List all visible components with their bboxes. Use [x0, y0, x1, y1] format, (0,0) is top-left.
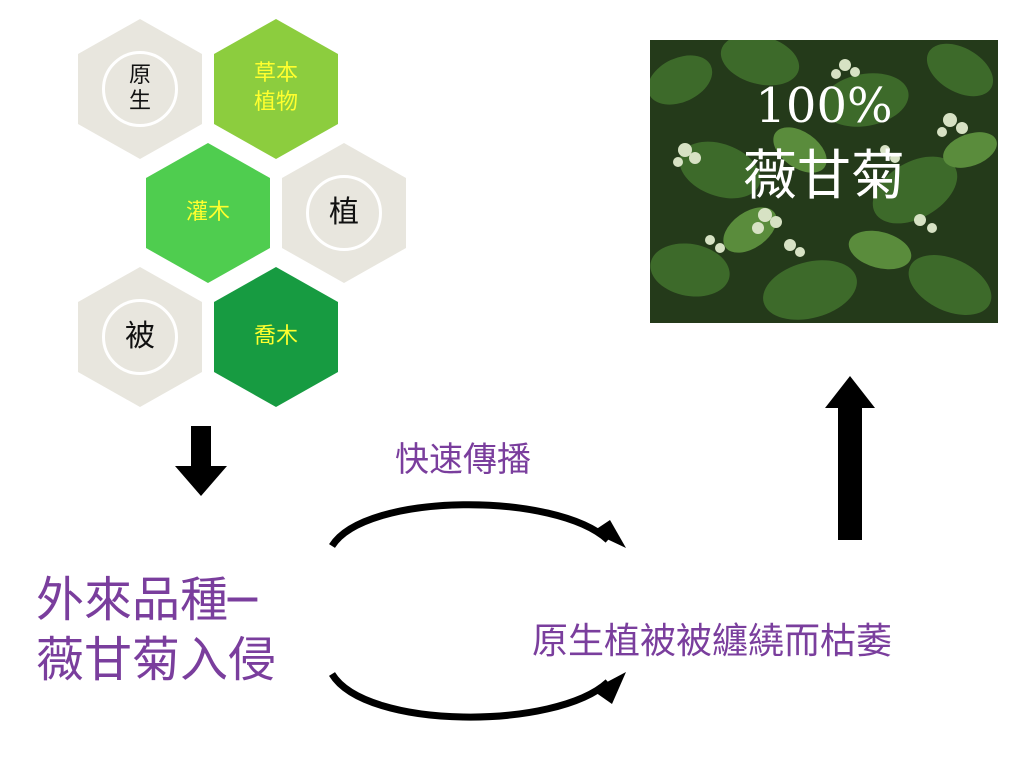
- hex-cover-label: 被: [125, 319, 155, 354]
- hex-plant: 植: [282, 143, 406, 283]
- photo-species: 薇甘菊: [743, 144, 905, 207]
- curved-arrow-bottom-icon: [329, 671, 626, 721]
- hex-herbaceous: 草本 植物: [214, 19, 338, 159]
- invasion-label-line2: 薇甘菊入侵: [36, 632, 277, 688]
- hex-cover: 被: [78, 267, 202, 407]
- hex-native: 原 生: [78, 19, 202, 159]
- up-arrow-icon: [825, 376, 875, 540]
- mikania-photo: 100% 薇甘菊: [650, 40, 998, 323]
- invasion-label-line1: 外來品種─: [36, 572, 257, 628]
- hex-tree-label: 喬木: [253, 323, 298, 349]
- result-label: 原生植被被纏繞而枯萎: [532, 621, 893, 662]
- down-arrow-icon: [175, 426, 227, 496]
- hex-native-ring: 原 生: [102, 51, 178, 127]
- hex-shrub: 灌木: [146, 143, 270, 283]
- hex-tree: 喬木: [214, 267, 338, 407]
- hex-plant-ring: 植: [306, 175, 382, 251]
- hex-native-label: 原 生: [128, 62, 151, 114]
- hex-shrub-label: 灌木: [185, 199, 230, 225]
- hex-plant-label: 植: [329, 195, 359, 230]
- foliage-image: [650, 40, 998, 323]
- hex-cover-ring: 被: [102, 299, 178, 375]
- spread-label: 快速傳播: [395, 440, 531, 480]
- curved-arrow-top-icon: [329, 501, 626, 549]
- photo-percent: 100%: [755, 78, 893, 134]
- hex-herbaceous-label: 草本 植物: [253, 61, 298, 115]
